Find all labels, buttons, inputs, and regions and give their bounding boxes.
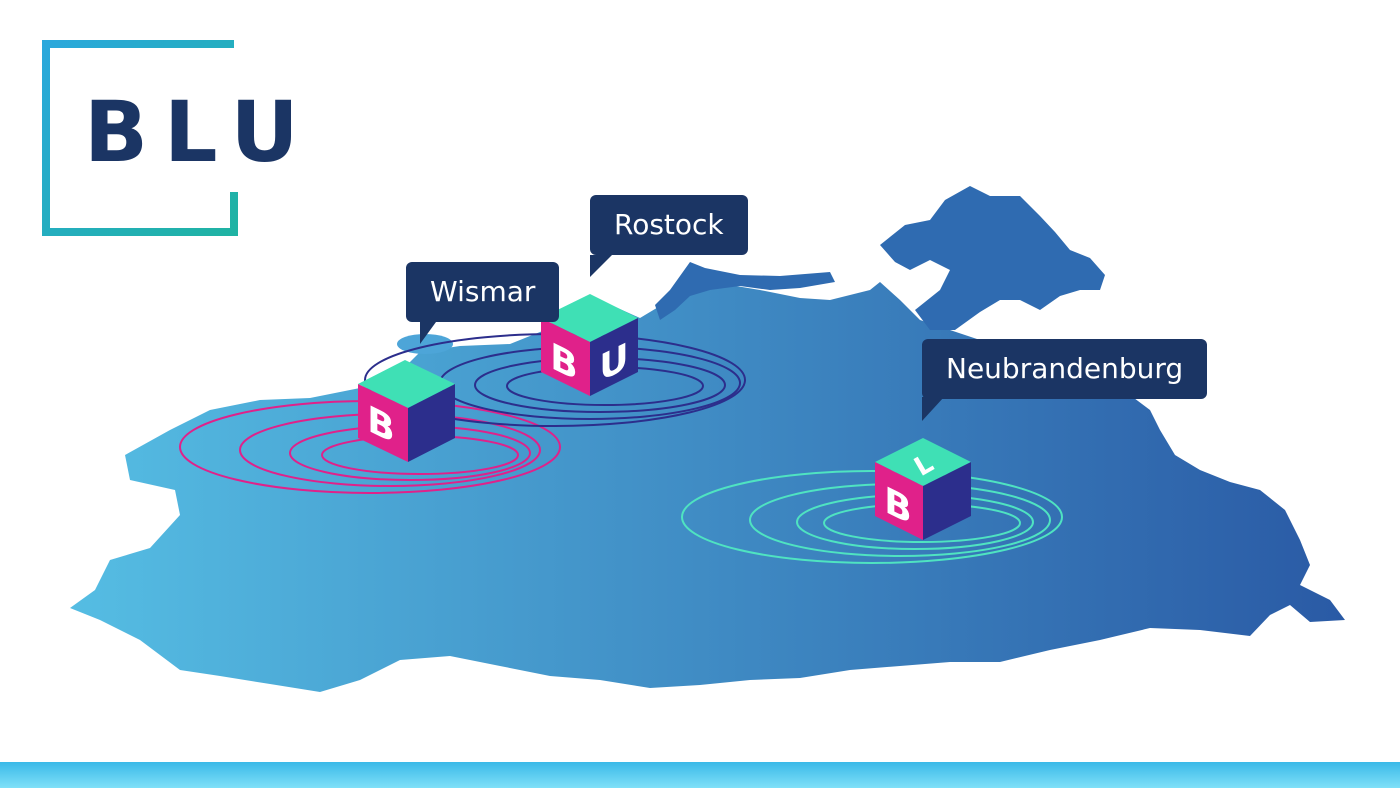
label-rostock-text: Rostock <box>614 208 724 241</box>
wismar-cube: B <box>358 360 455 462</box>
label-rostock-tail <box>590 255 612 277</box>
label-wismar-tail <box>420 322 436 344</box>
logo-frame <box>42 40 238 236</box>
island-ruegen <box>880 186 1105 330</box>
label-wismar-text: Wismar <box>430 275 536 308</box>
footer-bar <box>0 762 1400 788</box>
label-neubrandenburg-tail <box>922 397 944 421</box>
peninsula-fischland <box>655 262 835 320</box>
label-wismar: Wismar <box>406 262 560 344</box>
label-rostock: Rostock <box>590 195 748 277</box>
label-neubrandenburg: Neubrandenburg <box>922 339 1208 421</box>
neubrandenburg-cube: B L <box>875 438 971 540</box>
logo-text: BLU <box>84 83 315 181</box>
label-neubrandenburg-text: Neubrandenburg <box>946 352 1184 385</box>
